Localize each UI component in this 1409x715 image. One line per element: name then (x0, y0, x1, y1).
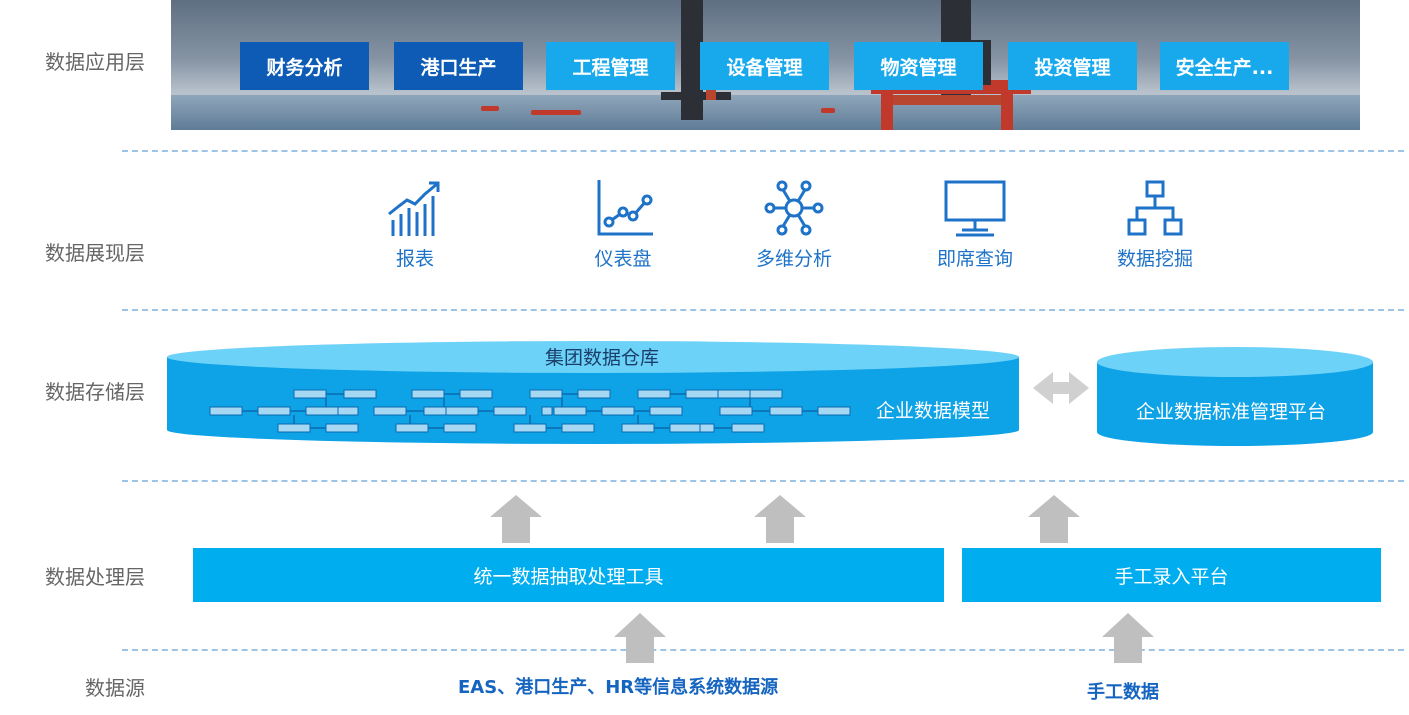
network-hub-icon (764, 180, 824, 236)
app-safety-production-button[interactable]: 安全生产... (1160, 42, 1289, 90)
etl-tool-bar[interactable]: 统一数据抽取处理工具 (193, 548, 944, 602)
presentation-adhoc-query-label: 即席查询 (936, 248, 1013, 270)
presentation-adhoc-query[interactable]: 即席查询 (900, 178, 1050, 271)
line-chart-icon (597, 180, 653, 236)
presentation-report[interactable]: 报表 (340, 178, 490, 271)
layer-label-processing: 数据处理层 (45, 565, 145, 589)
layer-divider (122, 649, 1404, 651)
presentation-data-mining[interactable]: 数据挖掘 (1080, 178, 1230, 271)
app-port-production-button[interactable]: 港口生产 (394, 42, 523, 90)
up-arrow-icon (1028, 495, 1080, 543)
presentation-data-mining-label: 数据挖掘 (1116, 248, 1193, 270)
source-to-processing-arrows (614, 613, 1154, 663)
hierarchy-icon (1127, 180, 1183, 236)
app-investment-management-button[interactable]: 投资管理 (1008, 42, 1137, 90)
standard-platform-cylinder (1097, 347, 1373, 446)
up-arrow-icon (1102, 613, 1154, 663)
data-warehouse-title: 集团数据仓库 (545, 347, 660, 369)
rig-silhouette (881, 90, 893, 130)
layer-divider (122, 150, 1404, 152)
monitor-icon (944, 180, 1006, 237)
layer-label-storage: 数据存储层 (45, 380, 145, 404)
rig-silhouette (1001, 90, 1013, 130)
app-equipment-management-button[interactable]: 设备管理 (700, 42, 829, 90)
boat-silhouette (481, 106, 499, 111)
up-arrow-icon (490, 495, 542, 543)
up-arrow-icon (754, 495, 806, 543)
presentation-multidimensional-analysis[interactable]: 多维分析 (719, 178, 869, 271)
rig-silhouette (681, 0, 703, 120)
app-materials-management-button[interactable]: 物资管理 (854, 42, 983, 90)
rig-silhouette (661, 92, 731, 100)
app-engineering-management-button[interactable]: 工程管理 (546, 42, 675, 90)
processing-to-storage-arrows (490, 495, 1080, 543)
boat-silhouette (821, 108, 835, 113)
enterprise-data-model-label: 企业数据模型 (876, 400, 991, 422)
rig-silhouette (891, 95, 1011, 105)
storage-diagram (167, 341, 1373, 446)
presentation-multidimensional-analysis-label: 多维分析 (755, 248, 832, 270)
enterprise-data-model-links (242, 393, 818, 429)
bidirectional-arrow-icon (1033, 372, 1089, 404)
presentation-report-label: 报表 (395, 248, 434, 270)
source-systems-label: EAS、港口生产、HR等信息系统数据源 (458, 677, 779, 698)
layer-label-presentation: 数据展现层 (45, 241, 145, 265)
source-manual-label: 手工数据 (1087, 682, 1159, 703)
presentation-dashboard[interactable]: 仪表盘 (548, 178, 698, 271)
bar-chart-trend-icon (388, 181, 440, 236)
presentation-dashboard-label: 仪表盘 (594, 248, 652, 270)
layer-label-application: 数据应用层 (45, 50, 145, 74)
app-finance-analysis-button[interactable]: 财务分析 (240, 42, 369, 90)
sea-background (171, 95, 1360, 130)
up-arrow-icon (614, 613, 666, 663)
boat-silhouette (531, 110, 581, 115)
manual-entry-platform-bar[interactable]: 手工录入平台 (962, 548, 1381, 602)
standard-platform-label: 企业数据标准管理平台 (1136, 401, 1327, 423)
layer-divider (122, 309, 1404, 311)
layer-divider (122, 480, 1404, 482)
layer-label-source: 数据源 (85, 676, 145, 700)
data-warehouse-cylinder (167, 341, 1019, 444)
